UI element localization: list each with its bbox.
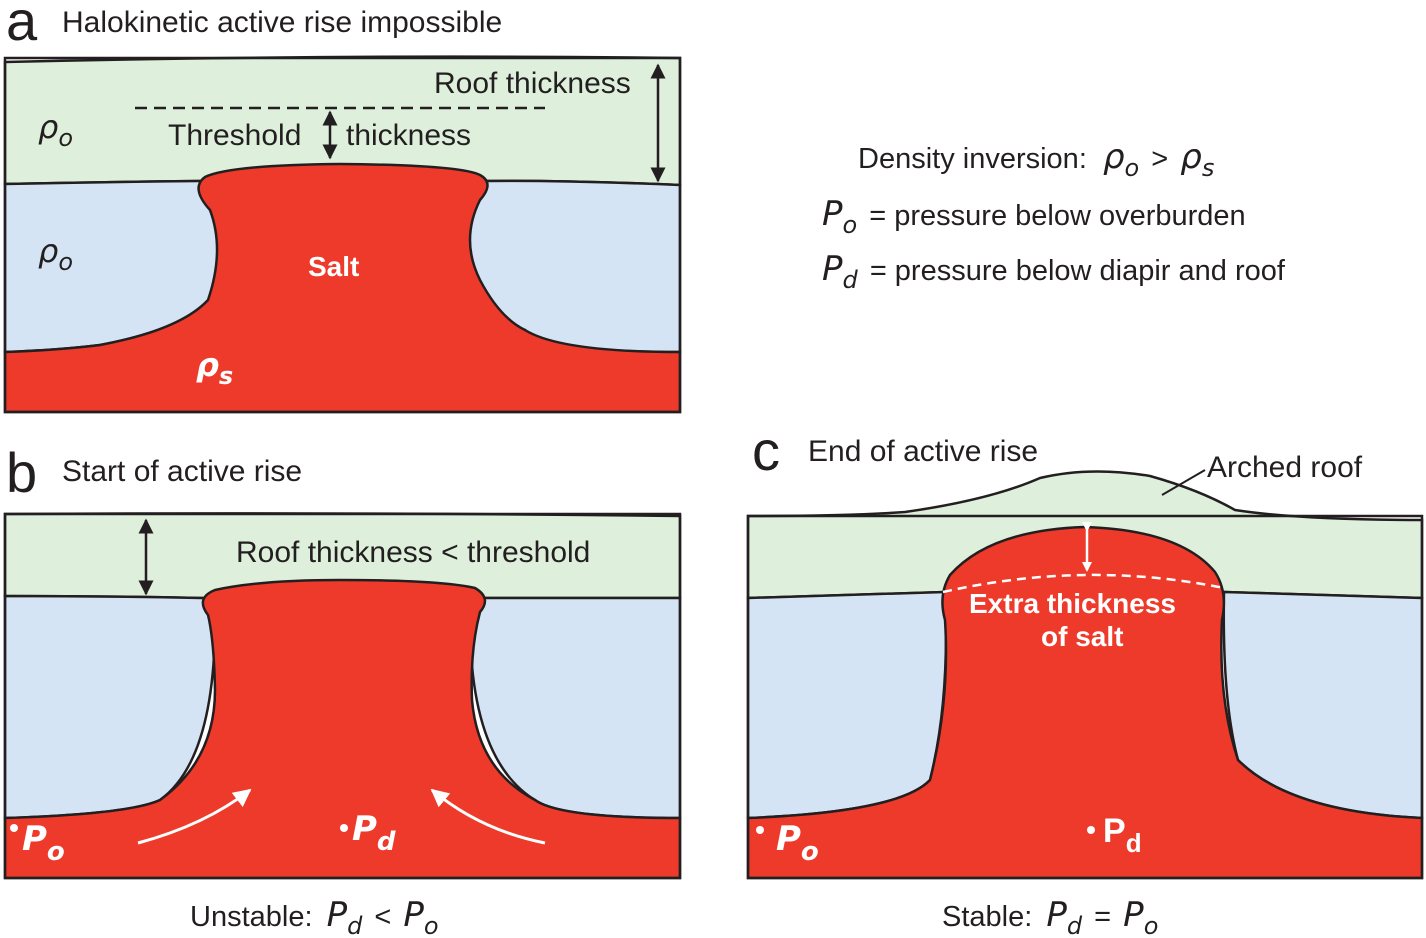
panel-c-letter: c [752, 419, 780, 482]
panel-b-pd-label: Pd [352, 809, 396, 857]
panel-a-salt-label: Salt [308, 251, 359, 282]
panel-c: c End of active rise Extra thickness of … [746, 419, 1424, 938]
panel-b-po-label: Po [22, 819, 65, 867]
panel-c-arched-roof-label: Arched roof [1207, 451, 1363, 484]
legend-density-inversion: Density inversion: ρo > ρs [858, 137, 1214, 183]
panel-b-flow-arrow-right [430, 788, 546, 845]
panel-c-po-label: Po [776, 819, 819, 867]
panel-c-salt-body [746, 525, 1424, 880]
panel-c-title: End of active rise [808, 435, 1038, 468]
panel-c-arched-roof-leader [1161, 469, 1206, 496]
panel-b-roof-label: Roof thickness < threshold [236, 536, 590, 569]
legend-po-definition: Po = pressure below overburden [822, 194, 1246, 240]
panel-c-pd-label: Pd [1103, 812, 1142, 858]
legend: Density inversion: ρo > ρs Po = pressure… [822, 137, 1286, 295]
panel-c-po-point [756, 826, 764, 834]
panel-a-title: Halokinetic active rise impossible [62, 6, 502, 39]
panel-b-pd-point [340, 824, 348, 832]
panel-c-extra-line2: of salt [1041, 621, 1123, 652]
panel-c-caption: Stable: Pd = Po [942, 895, 1158, 938]
panel-a-rho-salt: ρs [196, 346, 233, 390]
panel-b-frame [3, 512, 682, 880]
panel-b-letter: b [6, 441, 37, 504]
panel-b-po-point [10, 824, 18, 832]
panel-a-rho-overburden: ρo [38, 232, 73, 276]
panel-b: b Start of active rise Roof thickness < … [3, 441, 682, 938]
panel-b-salt-body [3, 578, 682, 880]
panel-a-letter: a [6, 0, 38, 52]
panel-c-frame [746, 514, 1424, 880]
panel-c-extra-line1: Extra thickness [969, 588, 1176, 619]
panel-a-salt-body [3, 162, 682, 414]
panel-a-frame [3, 56, 682, 414]
legend-pd-definition: Pd = pressure below diapir and roof [822, 249, 1286, 295]
panel-b-title: Start of active rise [62, 455, 302, 488]
panel-a: a Halokinetic active rise impossible Roo… [3, 0, 682, 414]
panel-c-original-salt-top [942, 573, 1225, 594]
panel-b-flow-arrow-left [137, 788, 252, 845]
panel-a-thickness-label: thickness [346, 119, 471, 152]
panel-a-roof-thickness-label: Roof thickness [434, 67, 631, 100]
panel-c-pd-point [1087, 826, 1095, 834]
panel-b-caption: Unstable: Pd < Po [190, 895, 439, 938]
panel-a-threshold-label: Threshold [168, 119, 301, 152]
panel-a-rho-roof: ρo [38, 108, 73, 152]
